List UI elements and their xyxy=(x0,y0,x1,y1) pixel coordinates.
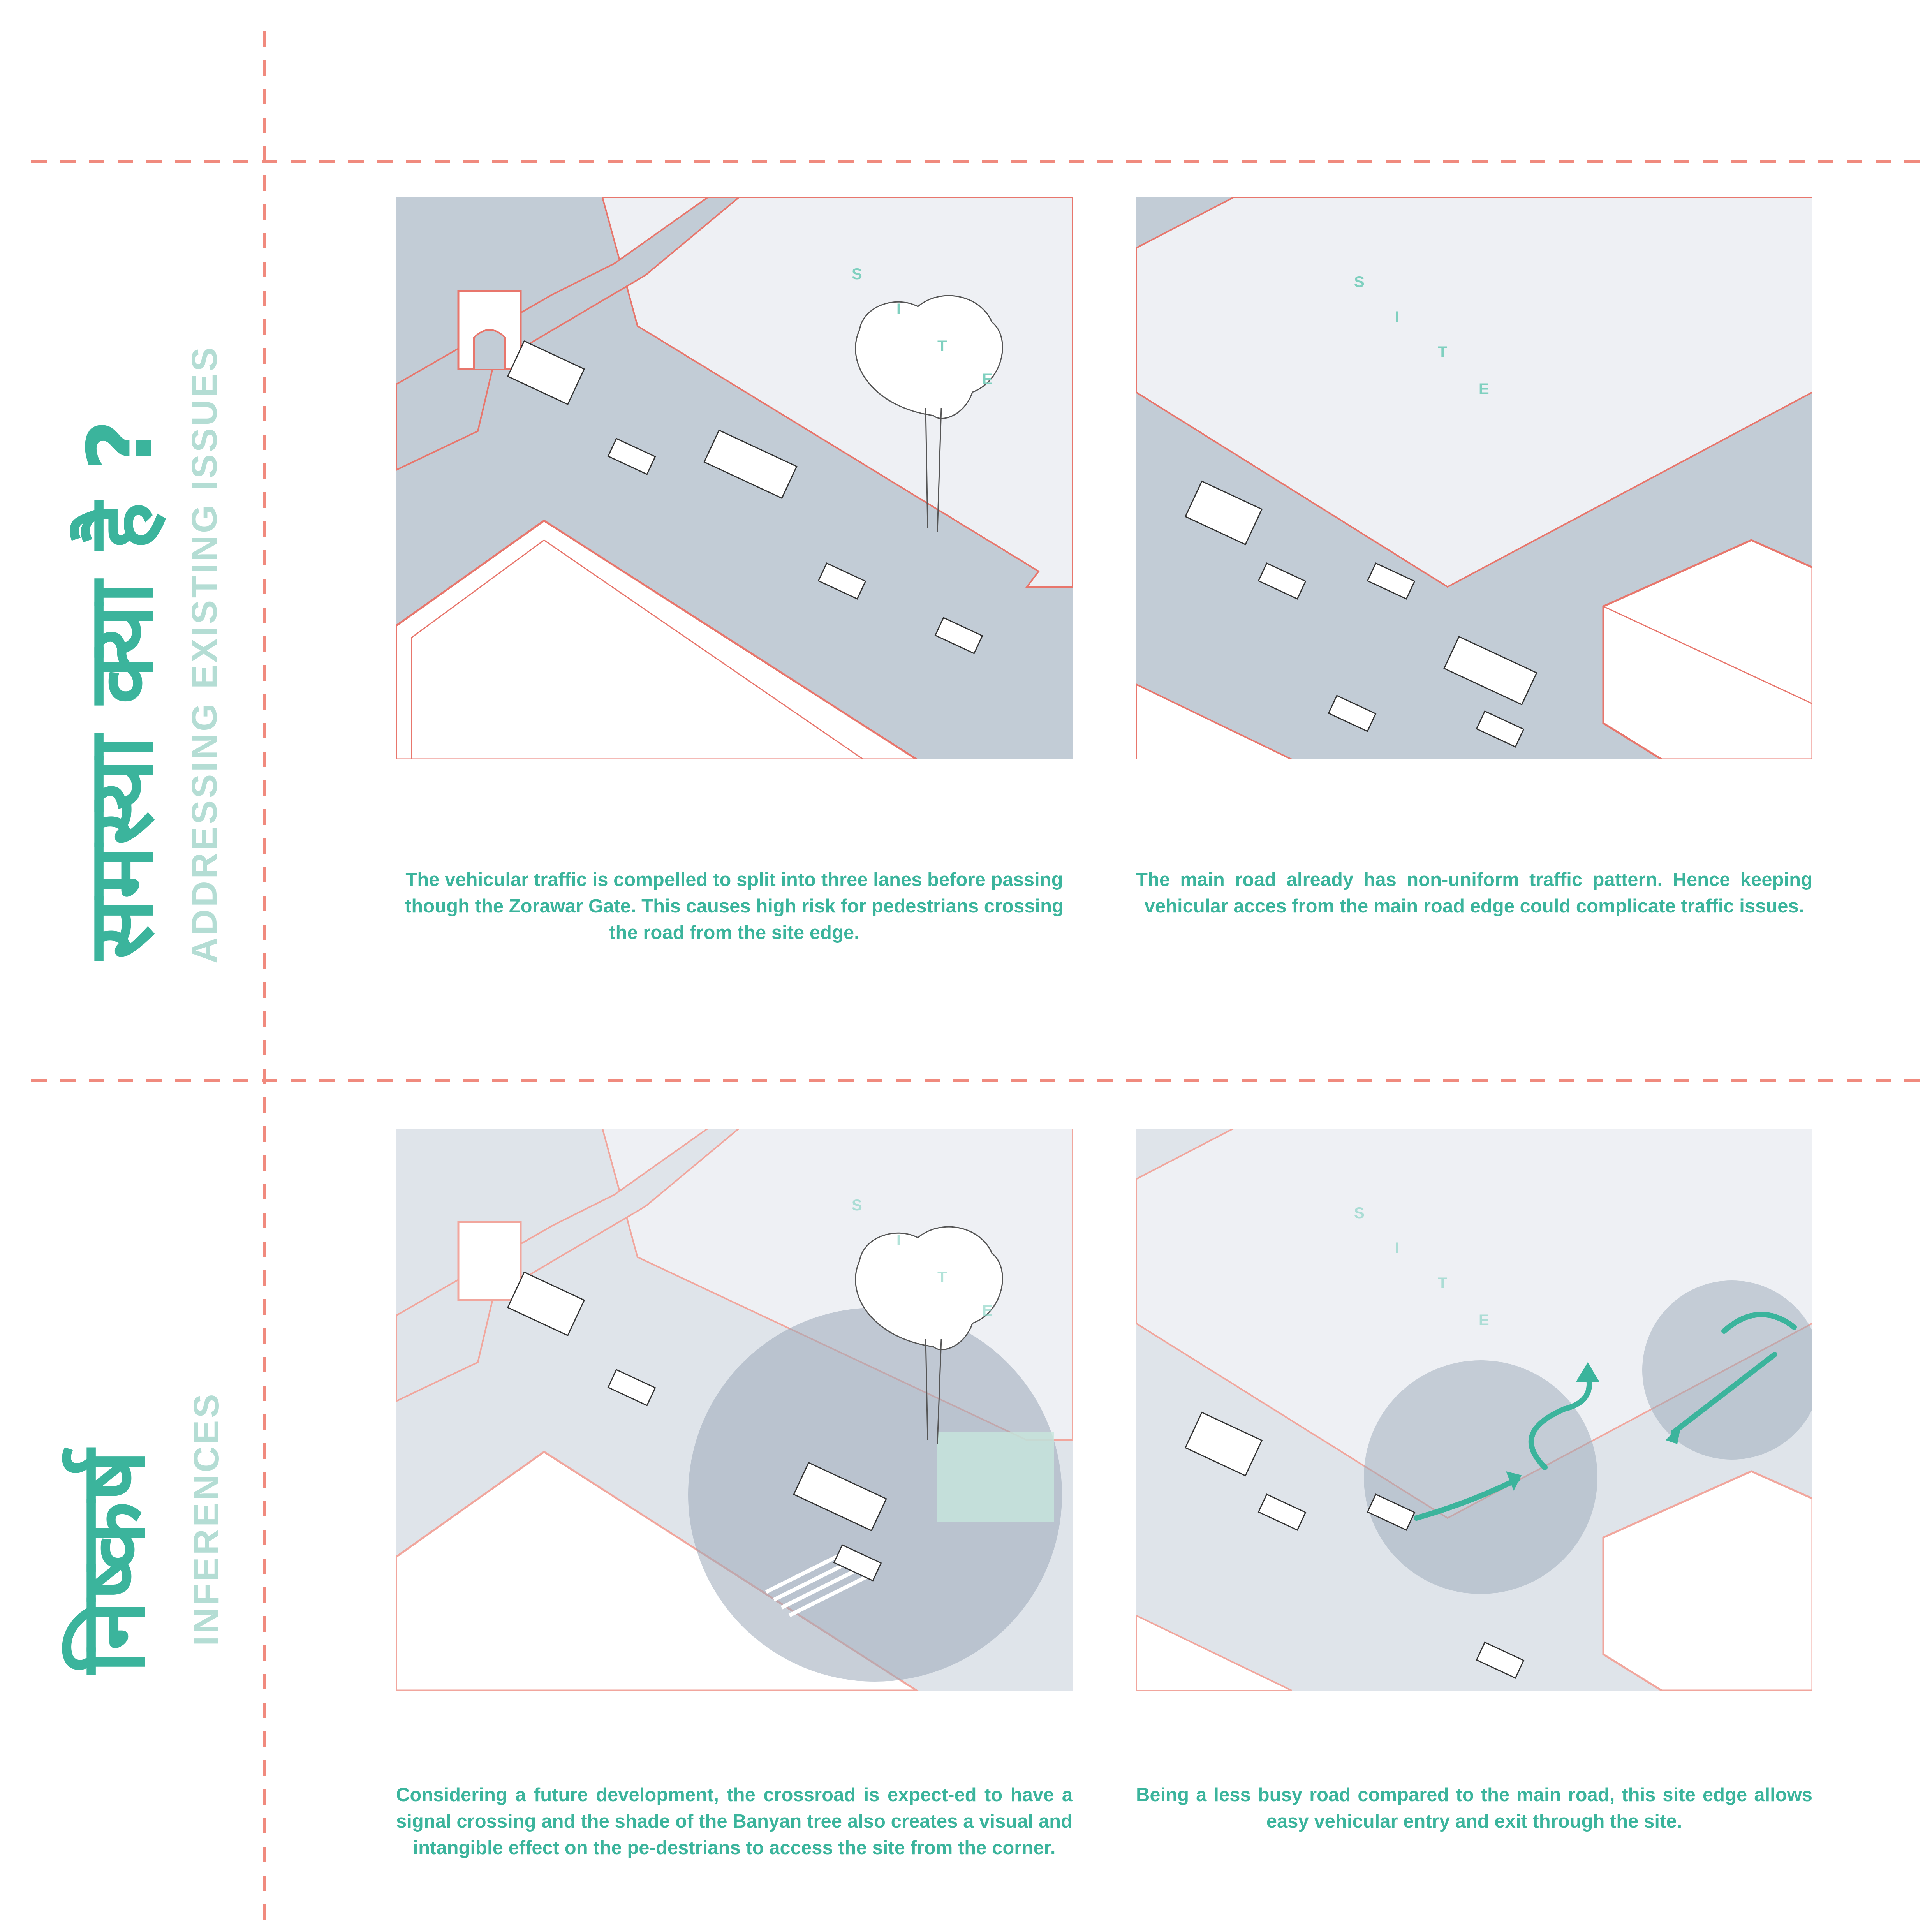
banyan-tree-icon xyxy=(855,295,1003,533)
svg-text:S: S xyxy=(1354,273,1365,291)
truck-icon xyxy=(1184,1411,1263,1477)
truck-icon xyxy=(1184,480,1263,546)
car-icon xyxy=(1476,1641,1525,1679)
car-icon xyxy=(1367,562,1416,600)
vehicles xyxy=(1184,480,1537,748)
hindi-title: निष्कर्ष xyxy=(61,1450,165,1673)
svg-text:E: E xyxy=(982,371,993,388)
car-icon xyxy=(934,617,983,654)
car-icon xyxy=(1257,1493,1307,1531)
isometric-drawing: S I T E xyxy=(396,1129,1073,1691)
isometric-drawing: S I T E xyxy=(396,197,1073,759)
diagram-panel-site-entry: S I T E xyxy=(1136,1129,1812,1691)
svg-text:T: T xyxy=(937,1269,947,1286)
car-icon xyxy=(1367,1493,1416,1531)
svg-text:I: I xyxy=(1395,1240,1399,1257)
truck-icon xyxy=(507,1271,585,1337)
focus-circle xyxy=(1364,1360,1597,1594)
two-way-arrow-icon xyxy=(1671,1352,1777,1435)
bus-icon xyxy=(1443,636,1537,706)
isometric-drawing: S I T E xyxy=(1136,197,1812,759)
bus-icon xyxy=(703,429,798,499)
diagram-panel-main-road: S I T E xyxy=(1136,197,1812,759)
caption-gate-traffic: The vehicular traffic is compelled to sp… xyxy=(405,869,1064,943)
site-label: S I T E xyxy=(1354,273,1489,398)
section-title-inferences-english: INFERENCES xyxy=(183,1285,230,1752)
banyan-tree-icon xyxy=(855,1226,1003,1444)
site-block xyxy=(601,197,1073,588)
svg-text:I: I xyxy=(896,301,901,318)
caption-site-entry: Being a less busy road compared to the m… xyxy=(1136,1784,1812,1832)
svg-text:E: E xyxy=(1479,380,1489,398)
site-block xyxy=(1136,197,1812,588)
car-icon xyxy=(1257,562,1307,600)
city-wall xyxy=(396,1129,740,1402)
diagram-panel-signal-crossing: S I T E xyxy=(396,1129,1073,1691)
car-icon xyxy=(607,1369,656,1406)
truck-icon xyxy=(507,340,585,405)
vehicles xyxy=(1184,1411,1525,1679)
city-wall xyxy=(396,197,740,471)
building-block xyxy=(1602,1470,1812,1691)
car-icon xyxy=(817,562,866,600)
vehicles xyxy=(507,340,983,654)
entry-arrow-icon xyxy=(1414,1476,1520,1521)
section-title-inferences-hindi: निष्कर्ष xyxy=(51,1347,167,1776)
bus-icon xyxy=(793,1462,887,1532)
english-title: ADDRESSING EXISTING ISSUES xyxy=(184,345,224,963)
building-block xyxy=(1602,539,1812,759)
diagram-panel-gate-traffic: S I T E xyxy=(396,197,1073,759)
car-icon xyxy=(607,438,656,475)
site-label: S I T E xyxy=(852,1197,993,1319)
vehicles xyxy=(507,1271,887,1582)
svg-text:S: S xyxy=(852,266,862,283)
focus-circle xyxy=(1642,1280,1812,1460)
building-block xyxy=(396,519,919,759)
svg-text:T: T xyxy=(937,338,947,355)
section-title-issues-english: ADDRESSING EXISTING ISSUES xyxy=(181,345,228,963)
caption-signal-crossing: Considering a future development, the cr… xyxy=(396,1784,1073,1858)
svg-text:I: I xyxy=(896,1232,901,1249)
english-title: INFERENCES xyxy=(186,1391,226,1646)
caption-main-road: The main road already has non-uniform tr… xyxy=(1136,869,1812,917)
car-icon xyxy=(1328,695,1377,732)
svg-text:T: T xyxy=(1438,1275,1447,1292)
access-arrows xyxy=(1414,1312,1797,1521)
svg-text:E: E xyxy=(982,1302,993,1319)
isometric-drawing: S I T E xyxy=(1136,1129,1812,1691)
svg-text:I: I xyxy=(1395,308,1399,326)
svg-text:E: E xyxy=(1479,1312,1489,1329)
car-icon xyxy=(1476,710,1525,748)
site-entry-marker xyxy=(937,1432,1054,1522)
hindi-title: समस्या क्या है ? xyxy=(69,419,173,960)
svg-text:S: S xyxy=(852,1197,862,1214)
site-block xyxy=(1136,1129,1812,1519)
site-label: S I T E xyxy=(852,266,993,388)
zorawar-gate xyxy=(457,1221,522,1301)
site-label: S I T E xyxy=(1354,1205,1489,1329)
section-title-issues-hindi: समस्या क्या है ? xyxy=(58,417,175,962)
car-icon xyxy=(833,1544,882,1582)
svg-text:T: T xyxy=(1438,343,1447,361)
svg-text:S: S xyxy=(1354,1205,1365,1222)
exit-arrow-icon xyxy=(1528,1371,1592,1470)
